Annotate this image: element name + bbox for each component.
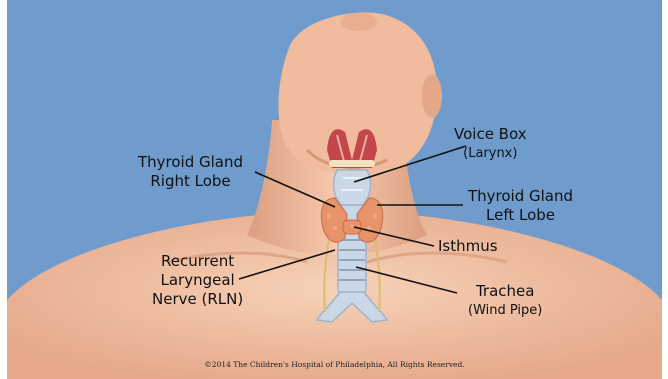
nose [341, 13, 377, 31]
label-trachea-sub: (Wind Pipe) [468, 301, 542, 320]
label-thyroid-left-title: Thyroid Gland [468, 187, 573, 206]
label-rln-line2: Laryngeal [152, 271, 243, 290]
label-rln: Recurrent Laryngeal Nerve (RLN) [152, 252, 243, 309]
ear [422, 74, 442, 118]
label-thyroid-left: Thyroid Gland Left Lobe [468, 187, 573, 225]
copyright-notice: ©2014 The Children's Hospital of Philade… [7, 360, 662, 369]
label-voice-box-title: Voice Box [454, 125, 527, 144]
hyoid-bone [329, 160, 375, 167]
illustration-frame: Voice Box (Larynx) Thyroid Gland Right L… [7, 0, 662, 379]
label-rln-line1: Recurrent [152, 252, 243, 271]
label-isthmus-title: Isthmus [438, 237, 498, 256]
label-rln-line3: Nerve (RLN) [152, 290, 243, 309]
label-voice-box: Voice Box (Larynx) [454, 125, 527, 163]
label-thyroid-right: Thyroid Gland Right Lobe [138, 153, 243, 191]
label-trachea-title: Trachea [468, 282, 542, 301]
label-thyroid-right-sub: Right Lobe [138, 172, 243, 191]
larynx [334, 170, 371, 205]
label-trachea: Trachea (Wind Pipe) [468, 282, 542, 320]
label-voice-box-sub: (Larynx) [454, 144, 527, 163]
label-isthmus: Isthmus [438, 237, 498, 256]
label-thyroid-left-sub: Left Lobe [468, 206, 573, 225]
label-thyroid-right-title: Thyroid Gland [138, 153, 243, 172]
